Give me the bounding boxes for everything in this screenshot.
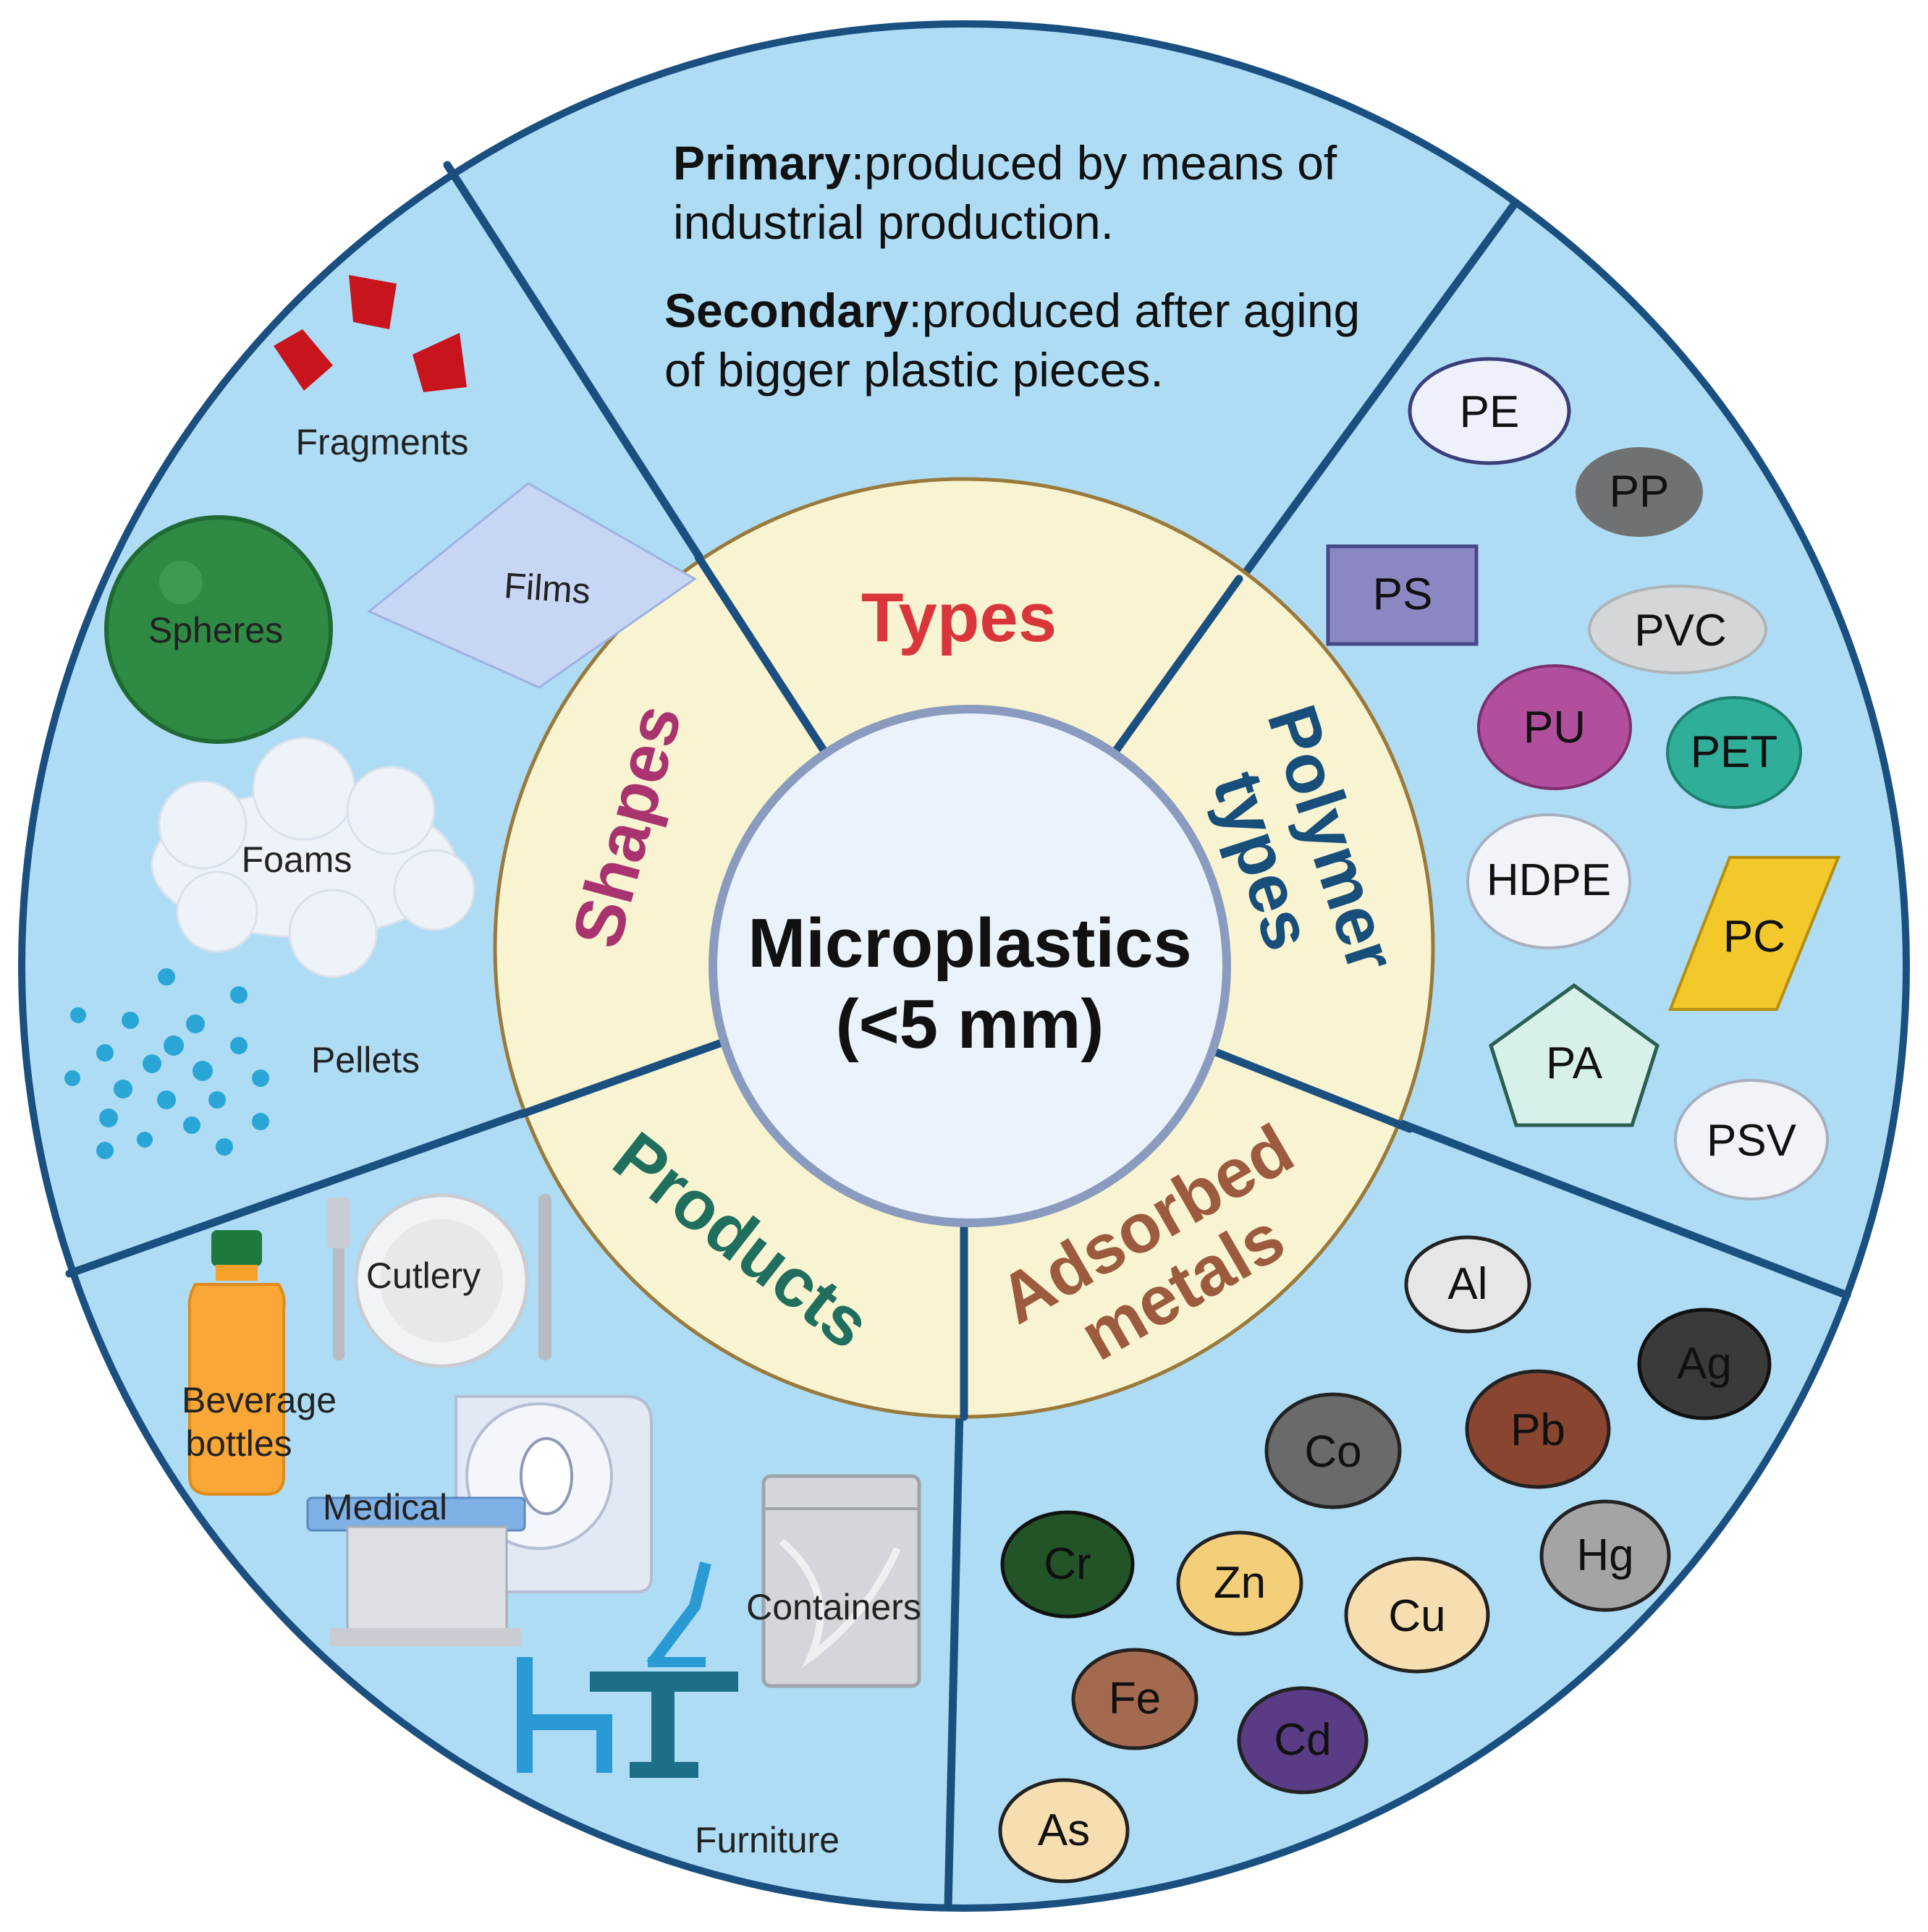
secondary-line1: Secondary:produced after aging [664, 284, 1360, 337]
furniture-label: Furniture [695, 1820, 840, 1860]
pa-chip [1489, 983, 1659, 1127]
co-label: Co [1304, 1427, 1361, 1477]
containers-icon [761, 1474, 921, 1688]
pb-chip [1465, 1369, 1611, 1489]
secondary-label: Secondary [664, 284, 909, 337]
beverage-label-line1: Beverage [182, 1380, 337, 1420]
spheres-label: Spheres [148, 610, 283, 651]
ag-chip [1637, 1308, 1772, 1420]
ps-chip [1326, 544, 1479, 646]
psv-label: PSV [1707, 1116, 1797, 1166]
products-section: Beverage bottles Cutlery Medical Contain… [182, 1193, 921, 1860]
pu-label: PU [1523, 703, 1586, 753]
fragments-label: Fragments [296, 422, 469, 462]
pp-chip [1576, 447, 1703, 537]
films-label: Films [503, 565, 592, 611]
polymer-section: PE PP PS PVC PU PET HDPE PC PA PSV [1326, 357, 1840, 1200]
fe-chip [1071, 1648, 1198, 1750]
hg-chip [1539, 1499, 1671, 1612]
fragments-icon [274, 275, 467, 392]
furniture-icon [517, 1562, 738, 1778]
pet-label: PET [1691, 727, 1778, 777]
cr-chip [1000, 1510, 1135, 1619]
psv-chip [1674, 1079, 1829, 1200]
inner-dividers [517, 553, 1414, 1421]
center-subtitle: (<5 mm) [836, 986, 1104, 1063]
foam-icon [151, 737, 475, 978]
primary-text: :produced by means of [851, 136, 1337, 190]
pellets-label: Pellets [311, 1040, 420, 1080]
shapes-section: Fragments Films Spheres Foams [64, 275, 697, 1159]
pc-label: PC [1723, 912, 1785, 962]
pp-label: PP [1610, 467, 1670, 517]
primary-line1: Primary:produced by means of [673, 136, 1337, 190]
inner-divider-2 [1110, 575, 1243, 757]
sector-title-types: Types [861, 579, 1057, 656]
inner-divider-1 [694, 553, 829, 757]
films-icon [367, 482, 697, 689]
hdpe-chip [1466, 813, 1631, 949]
cu-chip [1344, 1556, 1490, 1674]
inner-divider-5 [517, 1038, 728, 1119]
al-chip [1404, 1235, 1531, 1334]
pvc-chip [1588, 585, 1767, 674]
inner-divider-3 [1204, 1045, 1414, 1133]
ps-label: PS [1373, 569, 1433, 619]
pu-chip [1477, 664, 1632, 790]
as-chip [998, 1778, 1130, 1884]
pa-label: PA [1546, 1038, 1603, 1088]
secondary-line2: of bigger plastic pieces. [664, 343, 1164, 397]
hg-label: Hg [1576, 1530, 1633, 1580]
fe-label: Fe [1109, 1674, 1161, 1724]
cd-chip [1237, 1686, 1369, 1795]
al-label: Al [1447, 1259, 1487, 1309]
beverage-label-line2: bottles [185, 1423, 292, 1464]
foams-label: Foams [242, 839, 352, 880]
center-title: Microplastics [748, 904, 1192, 982]
sphere-highlight-icon [159, 561, 203, 604]
zn-chip [1176, 1530, 1303, 1636]
types-description: Primary:produced by means of industrial … [664, 136, 1360, 397]
cutlery-label: Cutlery [366, 1255, 481, 1296]
pe-chip [1408, 357, 1571, 465]
cr-label: Cr [1044, 1539, 1091, 1589]
secondary-text: :produced after aging [908, 284, 1360, 337]
ag-label: Ag [1677, 1339, 1732, 1389]
cd-label: Cd [1274, 1715, 1331, 1765]
as-label: As [1038, 1805, 1090, 1855]
beverage-bottle-icon [187, 1230, 286, 1496]
primary-line2: industrial production. [673, 195, 1114, 249]
pellets-icon [64, 968, 269, 1159]
metals-section: Al Ag Pb Co Hg Cr Zn Cu Fe Cd As [998, 1235, 1772, 1884]
center-circle [709, 705, 1231, 1227]
zn-label: Zn [1214, 1558, 1266, 1608]
cutlery-icon [327, 1193, 551, 1368]
containers-label: Containers [746, 1587, 921, 1627]
pet-chip [1666, 696, 1802, 809]
co-chip [1264, 1392, 1402, 1509]
pe-label: PE [1460, 387, 1520, 437]
medical-label: Medical [323, 1487, 447, 1528]
pb-label: Pb [1510, 1405, 1565, 1455]
cu-label: Cu [1388, 1591, 1445, 1641]
medical-scanner-icon [306, 1395, 653, 1646]
pvc-label: PVC [1634, 606, 1726, 656]
hdpe-label: HDPE [1487, 855, 1611, 905]
primary-label: Primary [673, 136, 851, 190]
pc-chip [1668, 856, 1840, 1011]
